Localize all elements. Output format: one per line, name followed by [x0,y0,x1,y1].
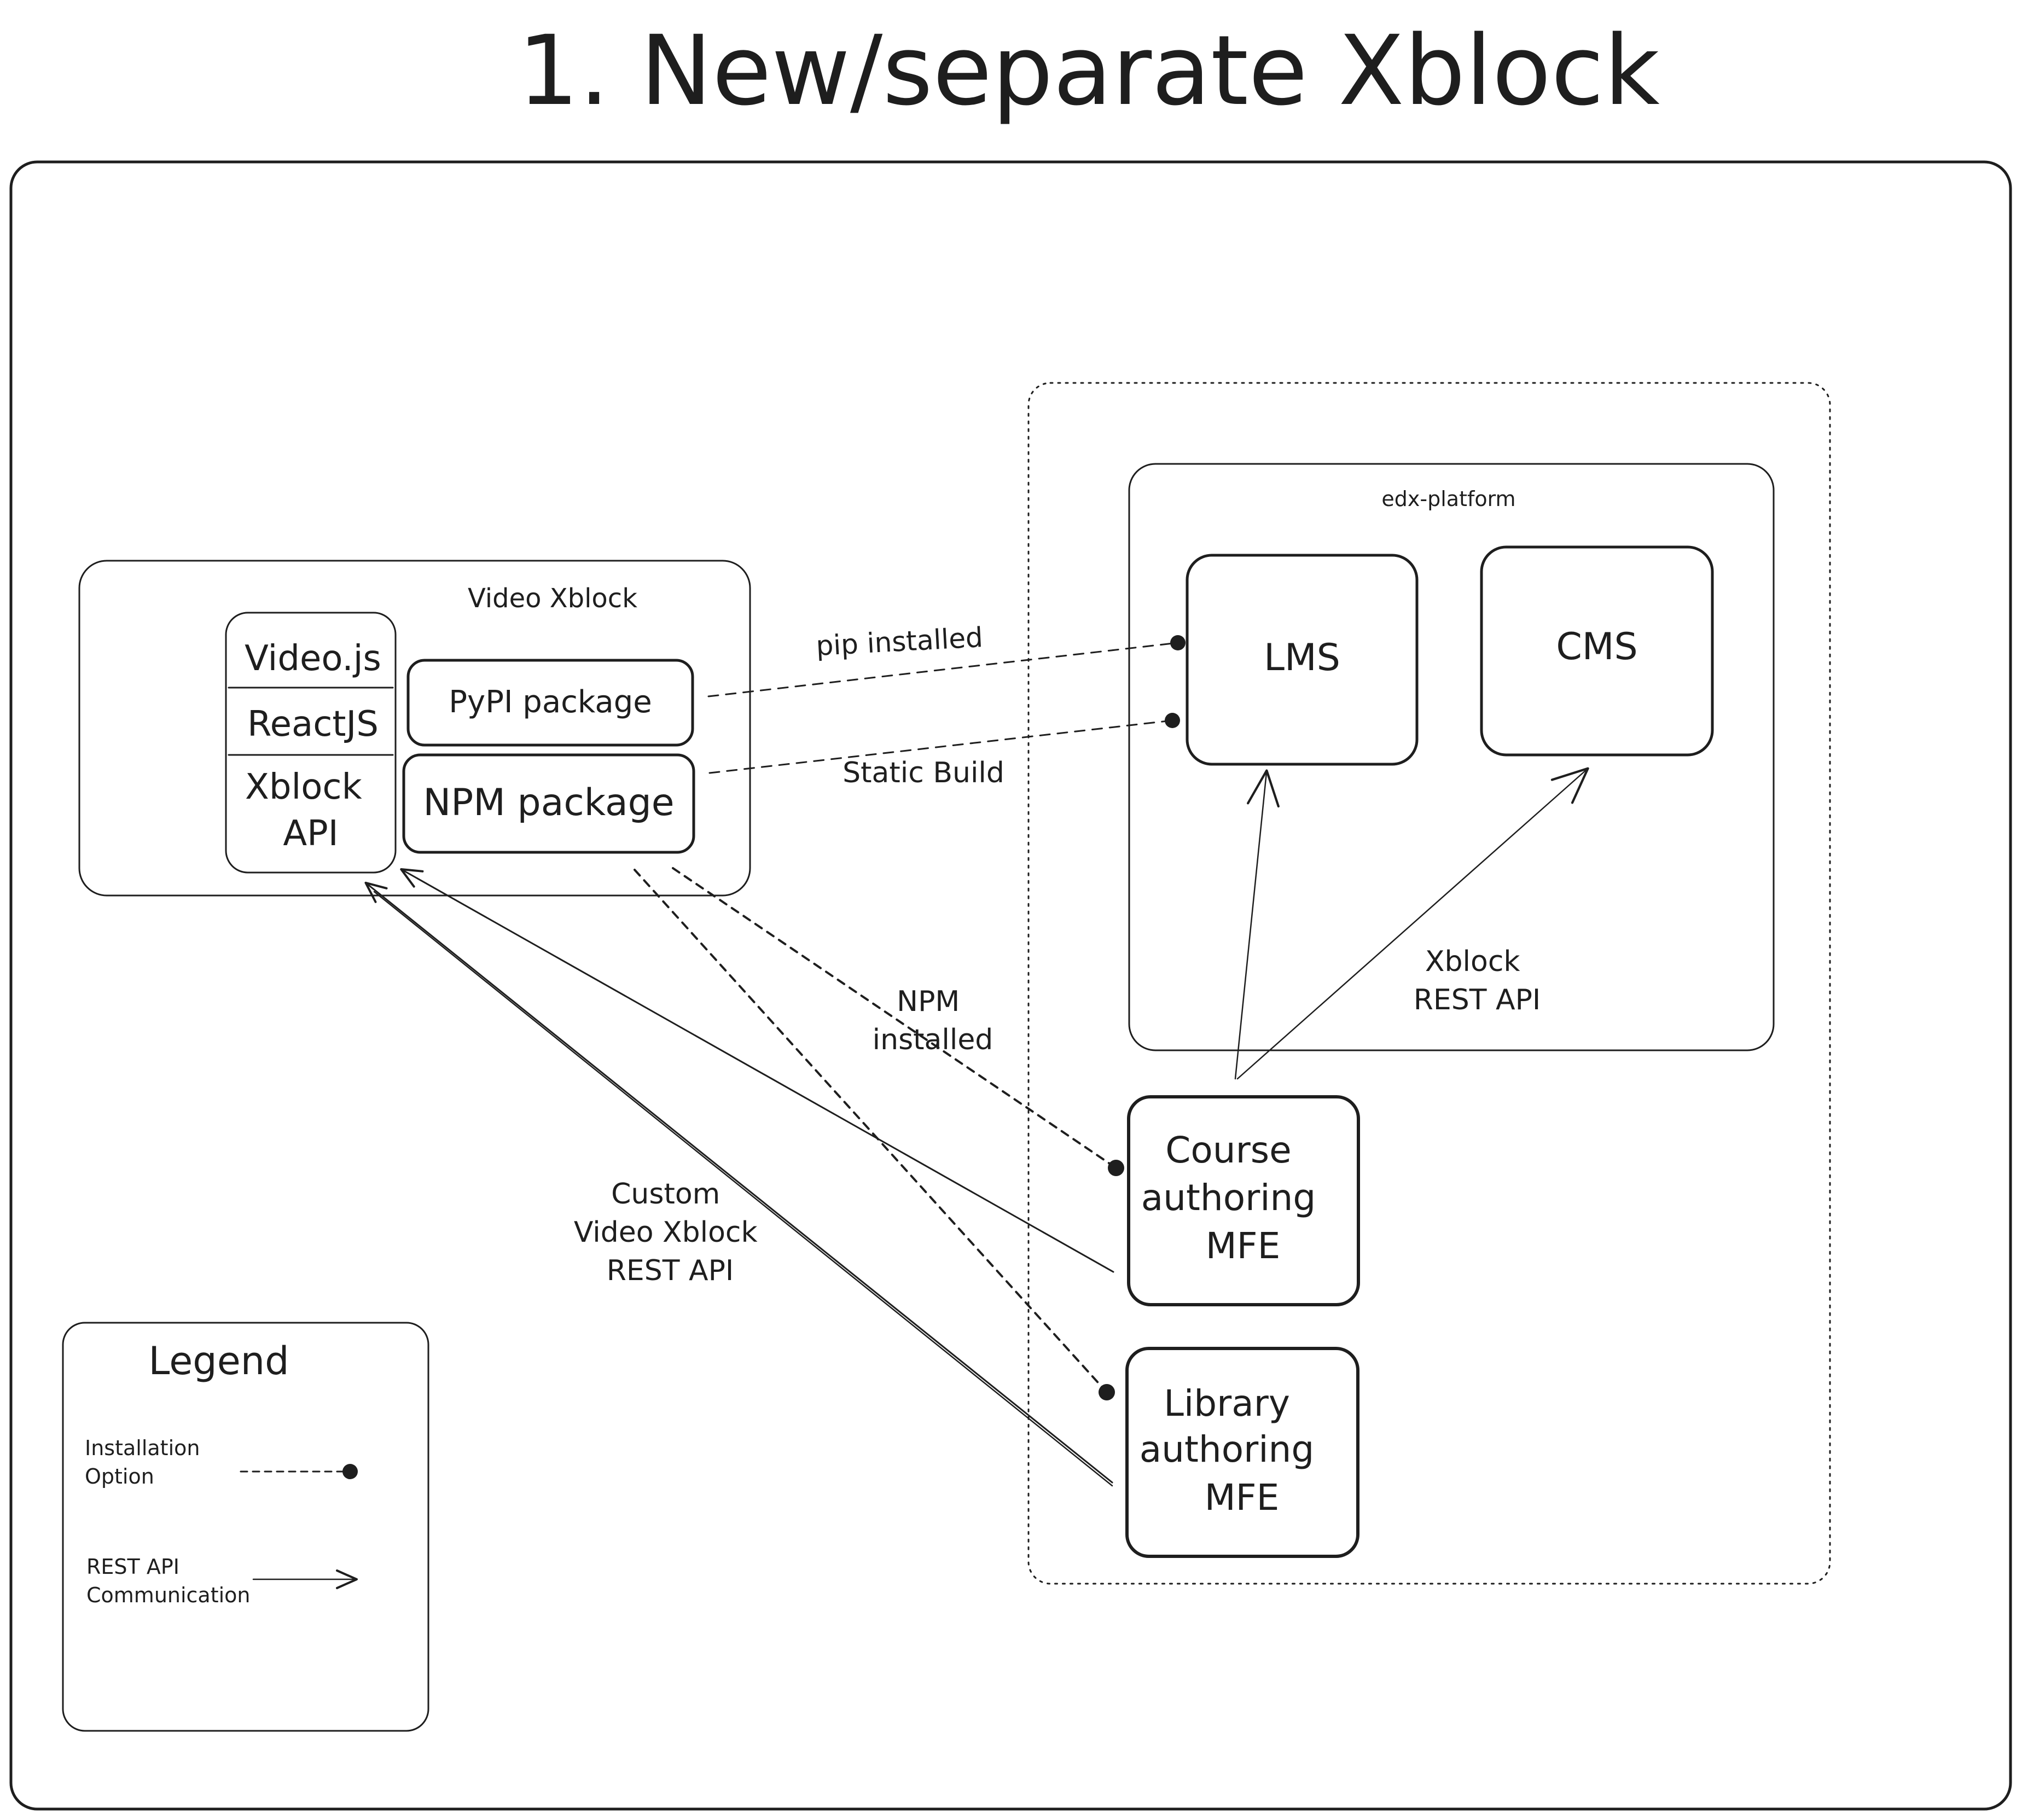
course-to-cms-arrow [1236,767,1589,1080]
xblock-rest-api-line: REST API [1414,984,1541,1016]
pip-install-dot [1170,635,1186,650]
npm-library-dot [1099,1384,1115,1400]
lms-label: LMS [1264,636,1340,679]
xblock-rest-api-line: Xblock [1425,945,1520,978]
xblock-rest-api-label: Xblock REST API [1414,945,1541,1016]
library-authoring-mfe-box[interactable] [1125,1347,1359,1558]
static-build-label: Static Build [842,757,1004,789]
pypi-package-label: PyPI package [449,684,652,720]
library-mfe-line: authoring [1140,1428,1315,1470]
custom-rest-api-line: Custom [611,1178,720,1211]
library-mfe-line: Library [1164,1382,1290,1424]
library-to-xblock-arrow-double [373,891,1113,1487]
stack-xblock-line: Xblock [245,767,362,807]
legend-rest-line: Communication [86,1583,251,1607]
pypi-package-box[interactable] [406,659,694,747]
legend-rest-line: REST API [86,1555,179,1579]
course-to-xblock-arrow [400,868,1114,1273]
edx-platform-label: edx-platform [1381,487,1515,511]
video-xblock-label: Video Xblock [468,583,637,614]
custom-rest-api-line: REST API [607,1254,734,1287]
legend-installation-line: Installation [85,1436,200,1460]
custom-rest-api-label: Custom Video Xblock REST API [574,1178,766,1287]
cms-box[interactable] [1480,545,1714,757]
course-to-lms-arrow [1234,769,1280,1080]
npm-library-connector [634,869,1108,1393]
course-mfe-line: authoring [1141,1177,1316,1219]
edx-platform-box [1128,463,1775,1051]
static-build-dot [1165,713,1180,728]
library-authoring-mfe-label: Library authoring MFE [1140,1382,1326,1519]
stack-xblock-line: API [283,813,338,854]
course-authoring-mfe-box[interactable] [1127,1095,1360,1306]
course-authoring-mfe-label: Course authoring MFE [1141,1129,1328,1267]
stack-videojs: Video.js [245,638,381,679]
tech-stack-box [225,612,397,874]
static-build-connector [708,719,1173,774]
lms-box[interactable] [1186,554,1419,766]
npm-package-label: NPM package [423,781,674,824]
course-mfe-line: Course [1165,1129,1291,1171]
legend-box [62,1322,429,1732]
legend-title: Legend [148,1339,289,1383]
course-mfe-line: MFE [1206,1225,1281,1267]
library-mfe-line: MFE [1205,1476,1280,1519]
stack-xblock-api: Xblock API [245,767,373,854]
npm-course-connector [672,867,1117,1169]
custom-rest-api-line: Video Xblock [574,1216,758,1249]
pip-install-connector [707,642,1179,697]
pip-installed-label: pip installed [815,621,984,662]
legend-rest-label: REST API Communication [86,1555,251,1607]
npm-package-box[interactable] [402,753,695,854]
cms-label: CMS [1556,625,1637,668]
legend-installation-label: Installation Option [85,1436,207,1488]
library-to-xblock-arrow [364,881,1113,1484]
stack-reactjs: ReactJS [247,704,379,745]
legend-installation-line: Option [85,1464,154,1488]
npm-installed-line: NPM [897,985,960,1018]
npm-installed-line: installed [873,1024,993,1056]
outer-frame [9,160,2012,1811]
diagram-title: 1. New/separate Xblock [518,15,1660,127]
video-xblock-box [78,560,751,897]
deployment-region [1027,382,1831,1585]
npm-course-dot [1108,1160,1124,1176]
npm-installed-label: NPM installed [873,985,993,1056]
legend-installation-dot [342,1464,358,1479]
